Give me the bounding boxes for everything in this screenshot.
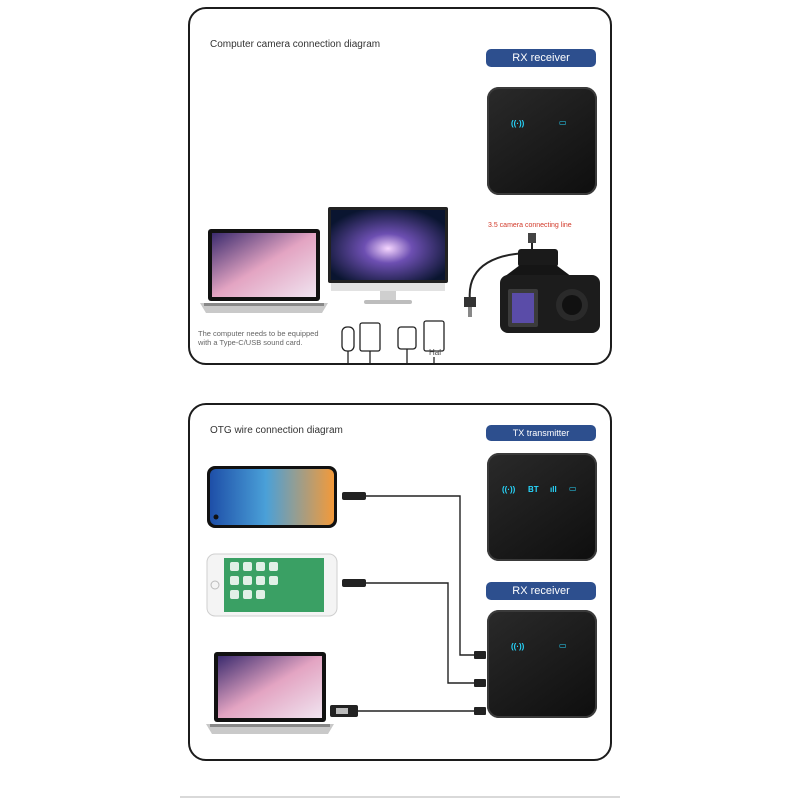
monitor-image	[328, 207, 448, 304]
otg-wire-panel: OTG wire connection diagram TX transmitt…	[188, 403, 612, 761]
tx-transmitter-device: ((·)) BT ıll ▭	[487, 453, 597, 561]
wireless-icon: ((·))	[511, 642, 525, 651]
power-led-icon: ▭	[569, 484, 577, 493]
bottom-divider	[180, 796, 620, 798]
bluetooth-icon: BT	[528, 485, 539, 494]
rx-receiver-label: RX receiver	[486, 582, 596, 600]
wireless-icon: ((·))	[502, 485, 516, 494]
rx-receiver-label: RX receiver	[486, 49, 596, 67]
connector-icons	[341, 320, 445, 363]
smartphone-image	[207, 466, 337, 528]
camera-with-cable-image	[464, 233, 600, 333]
rx-receiver-device: ((·)) ▭	[487, 610, 597, 718]
computer-note: The computer needs to be equipped with a…	[198, 329, 319, 347]
camera-line-label: 3.5 camera connecting line	[488, 222, 572, 229]
rx-receiver-device: ((·)) ▭	[487, 87, 597, 195]
computer-note-line2: with a Type-C/USB sound card.	[198, 338, 303, 347]
iphone-image	[206, 553, 338, 617]
computer-note-line1: The computer needs to be equipped	[198, 329, 319, 338]
panel-title: OTG wire connection diagram	[210, 425, 343, 436]
otg-cables	[330, 492, 486, 717]
signal-icon: ıll	[550, 485, 557, 494]
wireless-icon: ((·))	[511, 119, 525, 128]
tx-transmitter-label: TX transmitter	[486, 425, 596, 441]
laptop-image	[206, 652, 334, 734]
laptop-image	[200, 229, 328, 313]
power-led-icon: ▭	[559, 641, 567, 650]
connector-text: Hal	[429, 348, 442, 357]
computer-camera-panel: Computer camera connection diagram RX re…	[188, 7, 612, 365]
panel-title: Computer camera connection diagram	[210, 39, 381, 50]
power-led-icon: ▭	[559, 118, 567, 127]
